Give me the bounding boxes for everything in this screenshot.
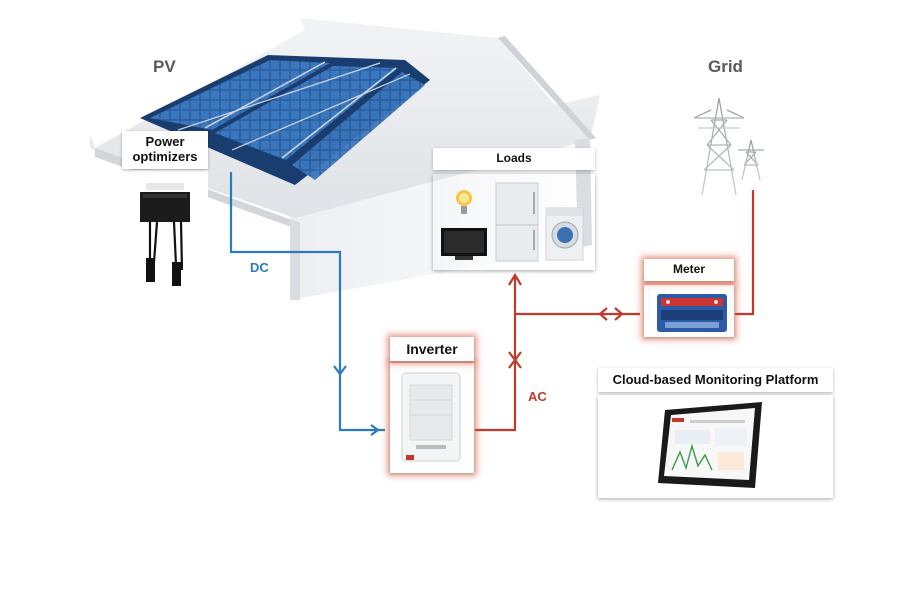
power-optimizers-title: Power optimizers (122, 131, 208, 169)
dc-label: DC (250, 260, 269, 275)
ac-line (475, 190, 755, 432)
grid-label: Grid (708, 57, 743, 76)
monitoring-tablet-icon (658, 402, 762, 488)
loads-title: Loads (433, 148, 595, 170)
optimizer-device-icon (122, 170, 208, 295)
monitoring-card (598, 395, 833, 498)
inverter-device-icon (401, 372, 461, 462)
solar-panels (140, 55, 430, 185)
loads-icons (441, 182, 584, 262)
meter-title: Meter (644, 259, 734, 281)
power-tower-icon (693, 97, 764, 196)
inverter-card (390, 363, 474, 473)
meter-device-icon (657, 294, 727, 332)
inverter-title: Inverter (390, 337, 474, 361)
ac-label: AC (528, 389, 547, 404)
pv-label: PV (153, 57, 176, 76)
loads-card (433, 174, 595, 270)
monitoring-title: Cloud-based Monitoring Platform (598, 368, 833, 392)
meter-card (644, 285, 734, 337)
dc-line (229, 172, 385, 436)
